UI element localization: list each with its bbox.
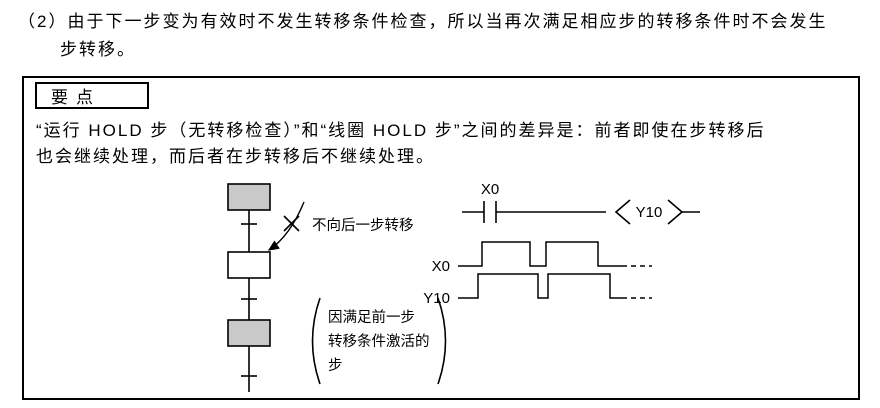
- timing-chart: [458, 241, 652, 299]
- contact-label: X0: [481, 181, 499, 198]
- ladder-rung: [462, 199, 700, 225]
- sfc-flow: [227, 183, 271, 392]
- y10-waveform: [458, 273, 622, 299]
- key-point-label: 要点: [35, 82, 149, 109]
- note-line-3: 步: [328, 357, 343, 374]
- sfc-step-bottom-held: [227, 319, 271, 347]
- no-transfer-annotation: 不向后一步转移: [267, 201, 414, 251]
- sfc-and-timing-diagram: 不向后一步转移 因满足前一步 转移条件激活的 步 X0 Y10: [227, 181, 700, 392]
- sfc-step-top-held: [227, 183, 271, 211]
- x0-waveform: [458, 241, 622, 267]
- coil-bracket-left: [614, 199, 631, 225]
- intro-line-2: 步转移。: [60, 40, 136, 60]
- intro-paragraph: （2）由于下一步变为有效时不发生转移条件检查，所以当再次满足相应步的转移条件时不…: [18, 8, 870, 64]
- key-point-body-line-1: “运行 HOLD 步（无转移检查）”和“线圈 HOLD 步”之间的差异是：前者即…: [36, 121, 766, 140]
- key-point-body-line-2: 也会继续处理，而后者在步转移后不继续处理。: [36, 147, 435, 167]
- sfc-step-middle: [227, 251, 271, 279]
- key-point-body: “运行 HOLD 步（无转移检查）”和“线圈 HOLD 步”之间的差异是：前者即…: [36, 118, 848, 171]
- coil-bracket-right: [667, 199, 684, 225]
- activation-note: 因满足前一步 转移条件激活的 步: [311, 297, 447, 385]
- note-line-2: 转移条件激活的: [328, 333, 430, 350]
- no-transfer-arrow: [267, 201, 305, 251]
- note-line-1: 因满足前一步: [328, 309, 415, 326]
- timing-row2-label: Y10: [423, 290, 450, 307]
- note-paren-left: [311, 297, 321, 385]
- coil-label: Y10: [636, 204, 663, 221]
- note-paren-right: [437, 297, 447, 385]
- key-point-box: 要点 “运行 HOLD 步（无转移检查）”和“线圈 HOLD 步”之间的差异是：…: [22, 76, 860, 400]
- intro-line-1: （2）由于下一步变为有效时不发生转移条件检查，所以当再次满足相应步的转移条件时不…: [18, 12, 828, 31]
- cross-icon: [283, 215, 300, 232]
- no-transfer-label: 不向后一步转移: [312, 217, 414, 234]
- timing-row1-label: X0: [432, 258, 450, 275]
